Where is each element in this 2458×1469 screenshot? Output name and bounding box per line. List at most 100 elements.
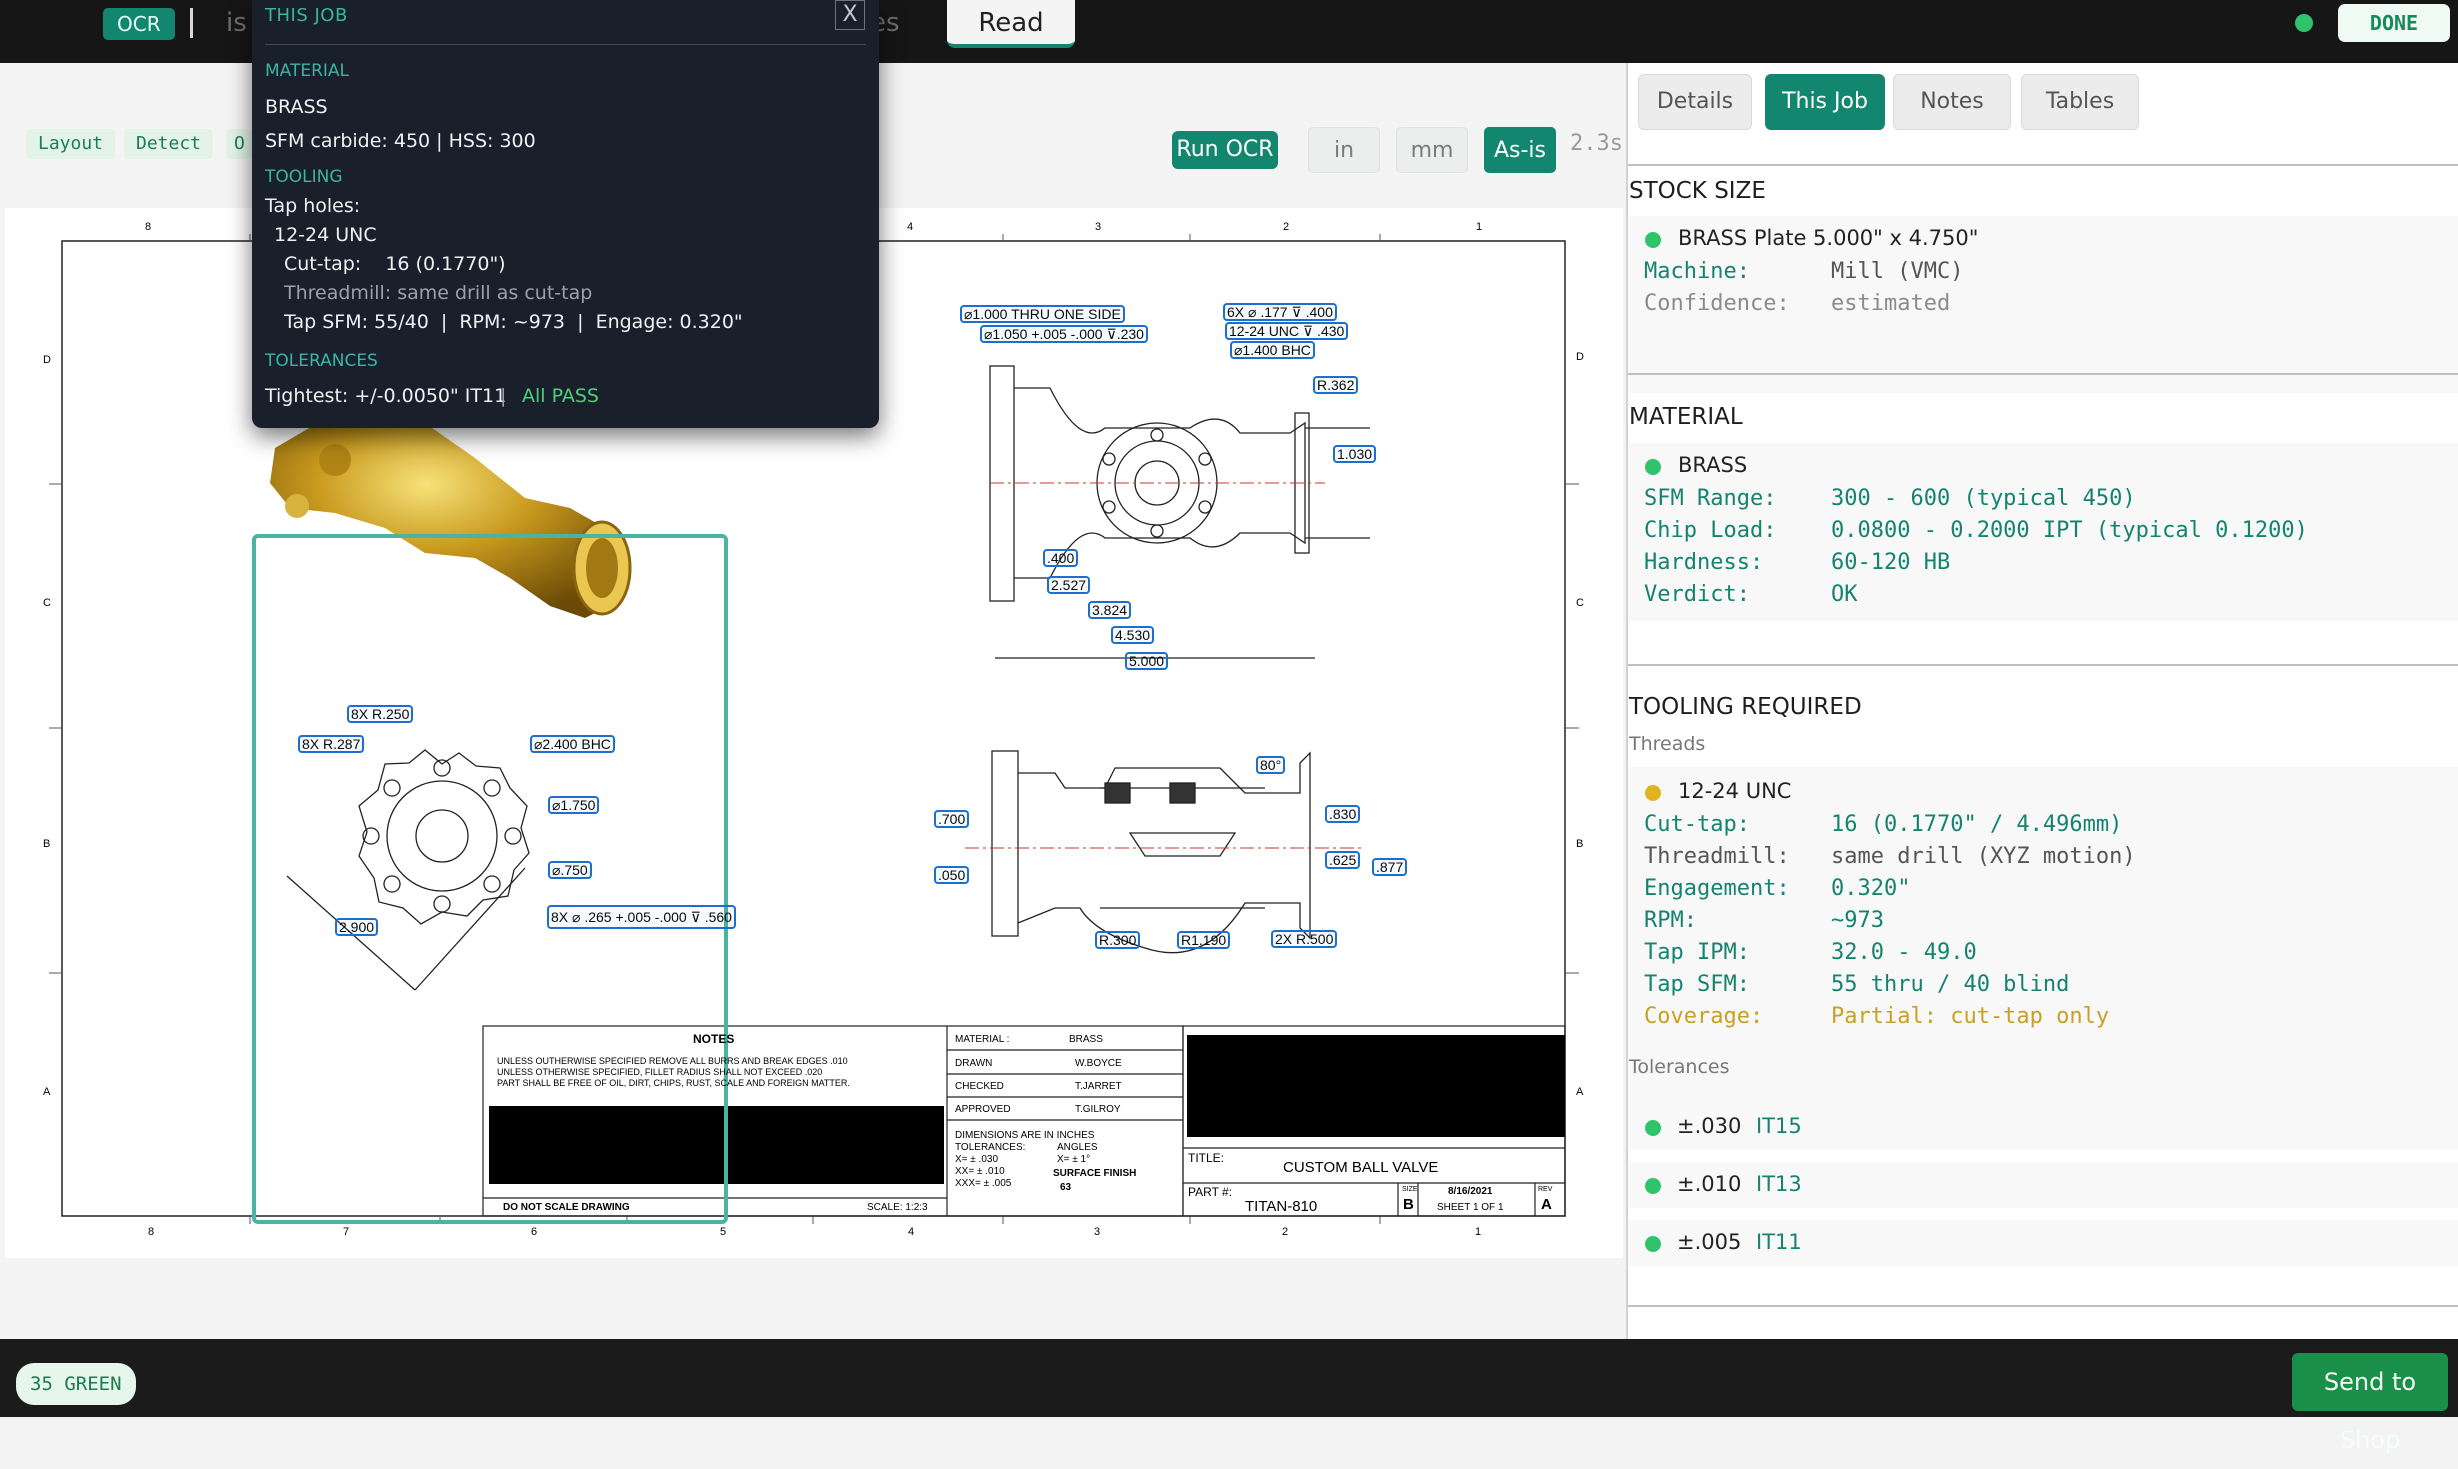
- notes-line: UNLESS OTHERWISE SPECIFIED, FILLET RADIU…: [497, 1067, 823, 1077]
- green-count-badge[interactable]: 35 GREEN: [16, 1363, 136, 1405]
- ocr-box[interactable]: 80°: [1256, 756, 1286, 774]
- confidence-label: Confidence:: [1644, 291, 1790, 316]
- engagement-value: 0.320": [1831, 876, 1911, 901]
- popup-close-button[interactable]: X: [835, 0, 865, 30]
- threadmill-value: same drill (XYZ motion): [1831, 844, 2136, 869]
- tolerance-grade: IT11: [1756, 1230, 1802, 1254]
- read-button[interactable]: Read: [947, 0, 1075, 48]
- ocr-box[interactable]: .830: [1325, 805, 1361, 823]
- ocr-box[interactable]: .050: [934, 866, 970, 884]
- rpm-label: RPM:: [1644, 908, 1697, 933]
- tab-details[interactable]: Details: [1638, 74, 1752, 130]
- drawing-date: 8/16/2021: [1448, 1186, 1493, 1197]
- ocr-box[interactable]: R.300: [1095, 931, 1141, 949]
- ocr-mode-chip[interactable]: OCR: [103, 8, 175, 40]
- status-warning-icon: [1645, 785, 1661, 801]
- ocr-box[interactable]: R1.190: [1177, 931, 1231, 949]
- ocr-box[interactable]: .700: [934, 810, 970, 828]
- unit-asis-button[interactable]: As-is: [1484, 127, 1556, 173]
- tolerance-grade: IT13: [1756, 1172, 1802, 1196]
- material-value: BRASS: [1069, 1034, 1103, 1045]
- popup-material-name: BRASS: [265, 96, 328, 118]
- ocr-box[interactable]: 6X ⌀ .177 ⊽ .400: [1223, 303, 1337, 321]
- stock-size-value: BRASS Plate 5.000" x 4.750": [1678, 226, 1979, 250]
- ocr-timer: 2.3s: [1570, 131, 1623, 156]
- tolerances-label: TOLERANCES:: [955, 1142, 1026, 1153]
- ocr-box[interactable]: ⌀1.750: [548, 796, 600, 814]
- material-label: MATERIAL :: [955, 1034, 1010, 1045]
- ocr-box[interactable]: 3.824: [1088, 601, 1132, 619]
- ocr-box[interactable]: 5.000: [1125, 652, 1169, 670]
- ocr-box[interactable]: 8X ⌀ .265 +.005 -.000 ⊽ .560: [547, 905, 736, 929]
- send-to-shop-button[interactable]: Send to Shop: [2292, 1353, 2448, 1454]
- selected-region-highlight[interactable]: [252, 534, 728, 1224]
- ocr-box[interactable]: .400: [1043, 549, 1079, 567]
- row-marker-d: D: [43, 354, 51, 366]
- approved-value: T.GILROY: [1075, 1104, 1121, 1115]
- popup-thread: 12-24 UNC: [274, 224, 377, 246]
- ocr-box[interactable]: 8X R.287: [298, 735, 365, 753]
- detect-mode-button[interactable]: Detect: [124, 129, 214, 159]
- surface-finish-value: 63: [1060, 1182, 1072, 1193]
- column-marker-1: 1: [1476, 221, 1483, 233]
- checked-value: T.JARRET: [1075, 1081, 1122, 1092]
- ocr-box[interactable]: 8X R.250: [347, 705, 414, 723]
- ocr-box[interactable]: ⌀1.000 THRU ONE SIDE: [960, 305, 1125, 323]
- drawn-label: DRAWN: [955, 1058, 993, 1069]
- ocr-box[interactable]: 2X R.500: [1271, 930, 1338, 948]
- verdict-value: OK: [1831, 582, 1858, 607]
- ocr-box[interactable]: ⌀1.050 +.005 -.000 ⊽.230: [980, 325, 1148, 343]
- coverage-label: Coverage:: [1644, 1004, 1764, 1029]
- tolerance-row: ±.010 IT13: [1629, 1162, 2458, 1208]
- ocr-box[interactable]: 4.530: [1111, 626, 1155, 644]
- row-marker-a: A: [43, 1086, 51, 1098]
- drawn-value: W.BOYCE: [1075, 1058, 1122, 1069]
- ocr-box[interactable]: .877: [1372, 858, 1408, 876]
- tab-this-job[interactable]: This Job: [1765, 74, 1885, 130]
- ocr-box[interactable]: R.362: [1313, 376, 1359, 394]
- run-ocr-button[interactable]: Run OCR: [1172, 131, 1278, 169]
- tolerance-xxx: XXX= ± .005: [955, 1178, 1012, 1189]
- ocr-box[interactable]: 2.900: [335, 918, 379, 936]
- unit-in-button[interactable]: in: [1308, 127, 1380, 173]
- layout-mode-button[interactable]: Layout: [26, 129, 116, 159]
- ocr-box[interactable]: ⌀2.400 BHC: [530, 735, 615, 753]
- stock-size-heading: STOCK SIZE: [1629, 178, 1766, 204]
- column-marker-bottom-1: 1: [1475, 1226, 1482, 1238]
- popup-tolerances-heading: TOLERANCES: [265, 351, 378, 371]
- chip-load-value: 0.0800 - 0.2000 IPT (typical 0.1200): [1831, 518, 2308, 543]
- unit-mm-button[interactable]: mm: [1396, 127, 1468, 173]
- ocr-box[interactable]: ⌀1.400 BHC: [1230, 341, 1315, 359]
- material-card: BRASS SFM Range: 300 - 600 (typical 450)…: [1629, 443, 2458, 621]
- top-menu-partial-left[interactable]: is: [226, 8, 247, 38]
- ocr-box[interactable]: 1.030: [1333, 445, 1377, 463]
- hardness-label: Hardness:: [1644, 550, 1764, 575]
- tolerance-x: X= ± .030: [955, 1154, 999, 1165]
- ocr-box[interactable]: 2.527: [1047, 576, 1091, 594]
- part-render-image: [270, 413, 632, 618]
- sheet-count: SHEET 1 OF 1: [1437, 1202, 1504, 1213]
- angles-label: ANGLES: [1057, 1142, 1098, 1153]
- tab-notes[interactable]: Notes: [1893, 74, 2011, 130]
- hardness-value: 60-120 HB: [1831, 550, 1951, 575]
- this-job-popup: THIS JOB X MATERIAL BRASS SFM carbide: 4…: [252, 0, 879, 428]
- tolerance-grade: IT15: [1756, 1114, 1802, 1138]
- coverage-value: Partial: cut-tap only: [1831, 1004, 2110, 1029]
- status-ok-icon: [1645, 232, 1661, 248]
- surface-finish-label: SURFACE FINISH: [1053, 1168, 1137, 1179]
- threadmill-label: Threadmill:: [1644, 844, 1790, 869]
- column-marker-bottom-7: 7: [343, 1226, 350, 1238]
- column-marker-bottom-2: 2: [1282, 1226, 1289, 1238]
- third-mode-button[interactable]: O: [226, 129, 253, 159]
- ocr-box[interactable]: ⌀.750: [548, 861, 592, 879]
- tab-tables[interactable]: Tables: [2021, 74, 2139, 130]
- column-marker-3: 3: [1095, 221, 1102, 233]
- ocr-box[interactable]: 12-24 UNC ⊽ .430: [1225, 322, 1349, 340]
- drawing-title: CUSTOM BALL VALVE: [1283, 1159, 1439, 1176]
- ocr-box[interactable]: .625: [1325, 851, 1361, 869]
- sfm-range-value: 300 - 600 (typical 450): [1831, 486, 2136, 511]
- panel-divider: [1628, 1305, 2458, 1307]
- status-ok-icon: [1645, 459, 1661, 475]
- part-number-label: PART #:: [1188, 1185, 1233, 1199]
- popup-threadmill: Threadmill: same drill as cut-tap: [284, 282, 593, 304]
